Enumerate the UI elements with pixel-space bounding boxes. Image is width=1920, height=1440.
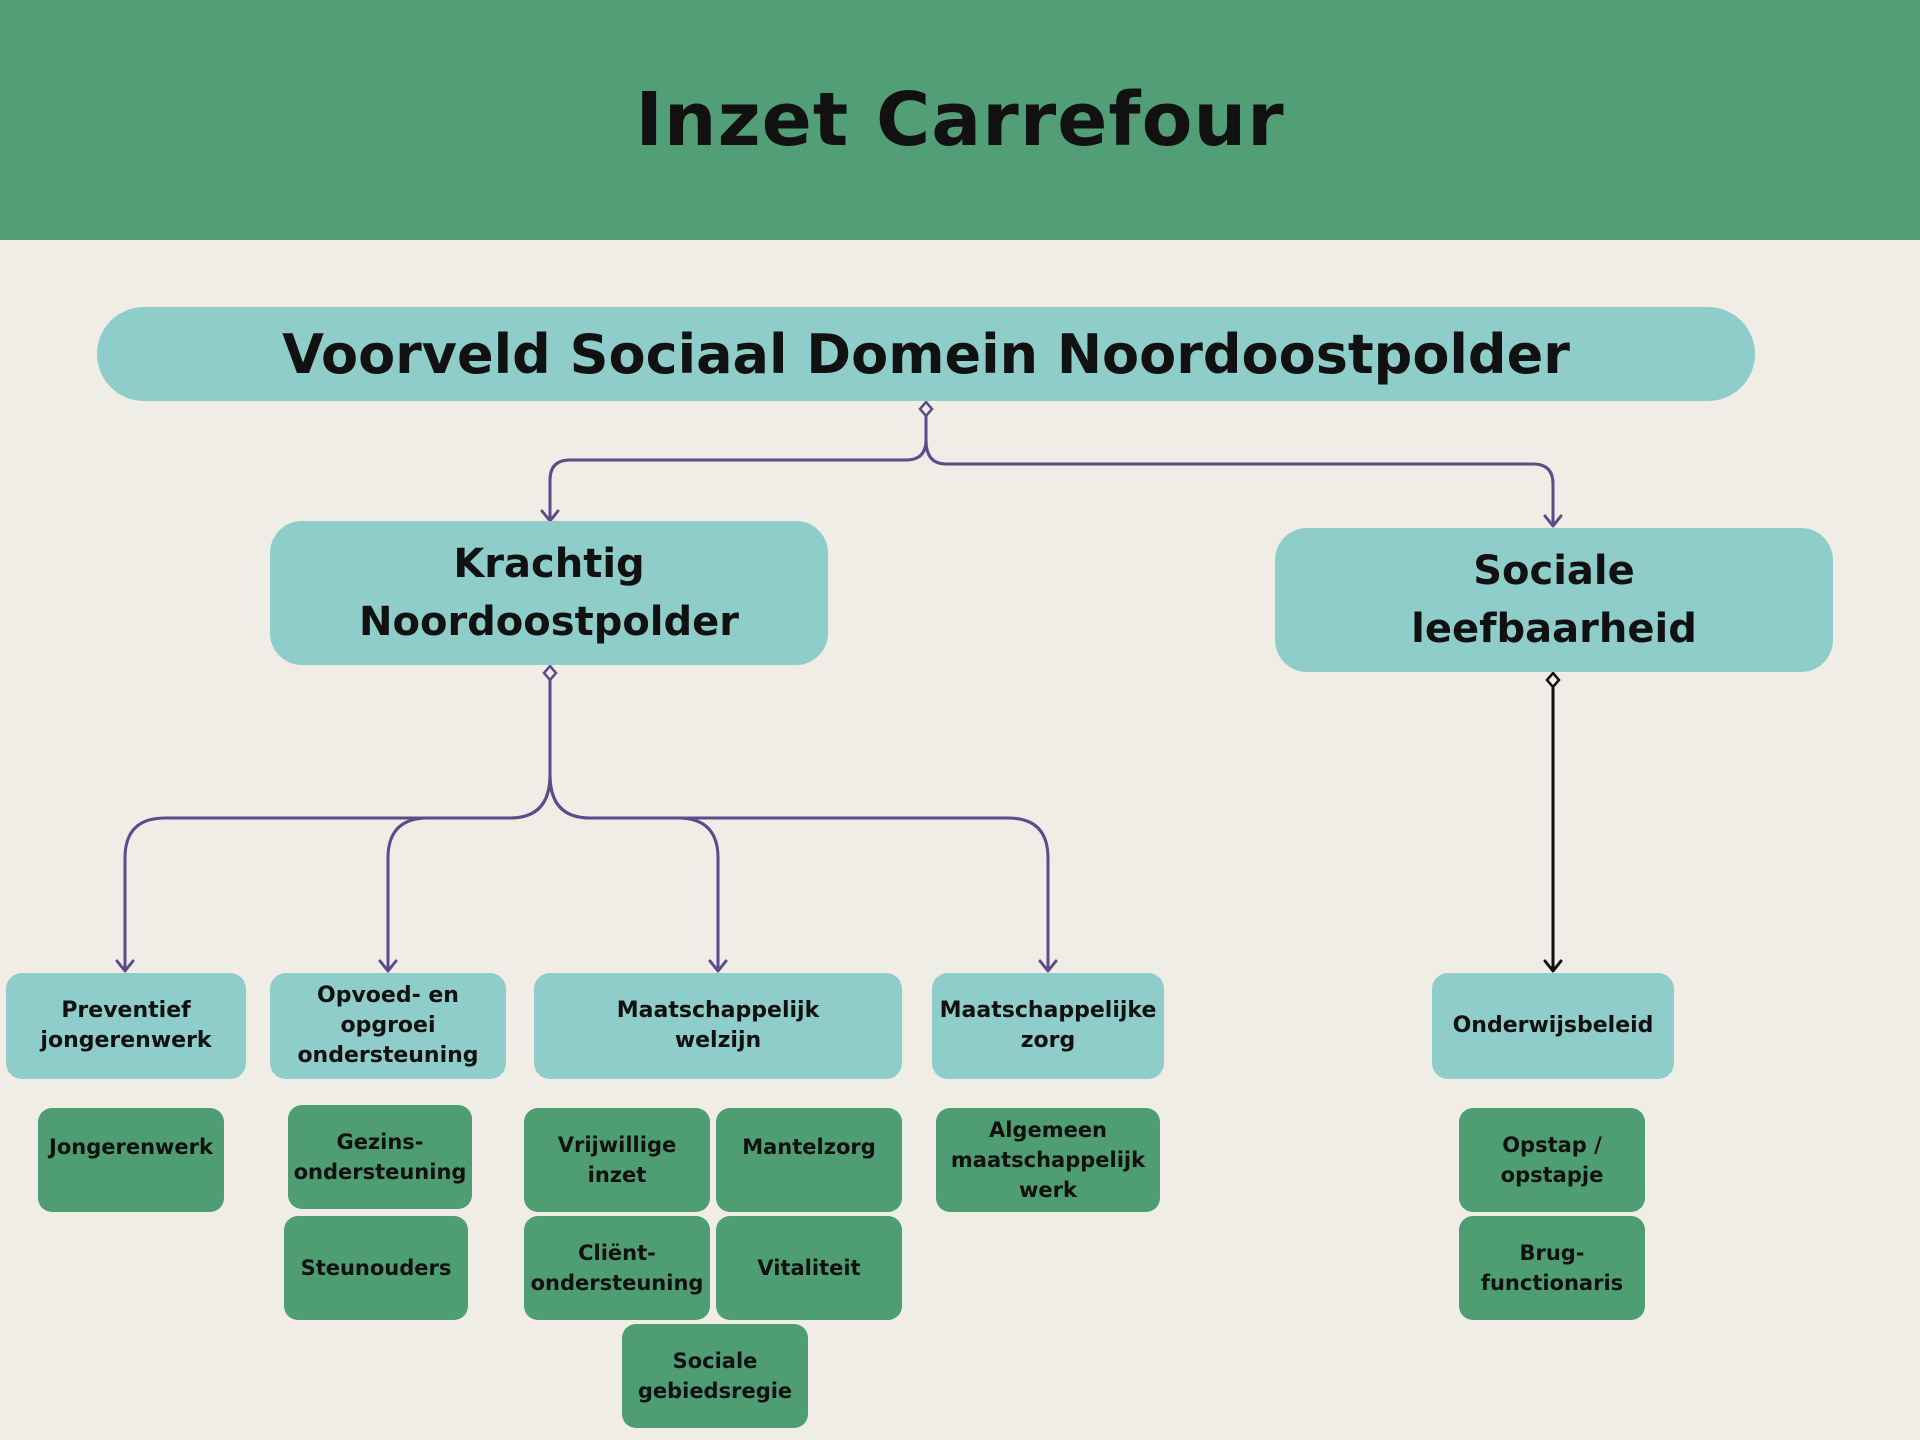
arrowhead-cat1: [115, 959, 135, 973]
node-maatschappelijke-zorg: Maatschappelijke zorg: [932, 973, 1164, 1079]
node-label-line: ondersteuning: [297, 1043, 479, 1068]
diamond-krachtig: [542, 664, 558, 682]
connector-krachtig-cat2: [386, 774, 552, 970]
item-vitaliteit: Vitaliteit: [716, 1216, 902, 1320]
item-label-line: functionaris: [1480, 1271, 1624, 1295]
item-label-line: inzet: [587, 1163, 647, 1187]
item-label-line: Mantelzorg: [742, 1135, 876, 1159]
item-steunouders: Steunouders: [284, 1216, 468, 1320]
item-label-line: Steunouders: [300, 1256, 452, 1280]
node-onderwijsbeleid: Onderwijsbeleid: [1432, 973, 1674, 1079]
root-node: Voorveld Sociaal Domein Noordoostpolder: [97, 307, 1755, 401]
item-label-line: gebiedsregie: [637, 1379, 793, 1403]
node-maatschappelijk-welzijn: Maatschappelijk welzijn: [534, 973, 902, 1079]
item-sociale-gebiedsregie: Sociale gebiedsregie: [622, 1324, 808, 1428]
item-client-ondersteuning: Cliënt- ondersteuning: [524, 1216, 710, 1320]
arrowhead-onderwijs: [1543, 959, 1563, 973]
node-label-line: jongerenwerk: [40, 1028, 212, 1053]
arrowhead-cat4: [1038, 959, 1058, 973]
node-label-line: Noordoostpolder: [359, 599, 739, 645]
connector-krachtig-cat4: [548, 774, 1050, 970]
node-label-line: Krachtig: [453, 541, 645, 587]
item-label-line: Gezins-: [336, 1130, 424, 1154]
node-label-line: welzijn: [674, 1028, 762, 1053]
diamond-sociale: [1545, 671, 1561, 689]
connector-root-sociale: [924, 439, 1555, 525]
item-brug-functionaris: Brug- functionaris: [1459, 1216, 1645, 1320]
item-label-line: werk: [1019, 1178, 1077, 1202]
node-label-line: leefbaarheid: [1411, 606, 1697, 652]
node-label-line: opgroei: [340, 1013, 436, 1038]
node-krachtig-noordoostpolder: Krachtig Noordoostpolder: [270, 521, 828, 665]
item-label-line: ondersteuning: [530, 1271, 704, 1295]
item-label-line: ondersteuning: [293, 1160, 467, 1184]
item-label-line: maatschappelijk: [950, 1148, 1146, 1172]
item-label-line: Vrijwillige: [557, 1133, 677, 1157]
header-banner: Inzet Carrefour: [0, 0, 1920, 240]
page-title: Inzet Carrefour: [635, 77, 1285, 163]
item-jongerenwerk: Jongerenwerk: [38, 1108, 224, 1212]
item-label-line: Cliënt-: [578, 1241, 656, 1265]
item-gezins-ondersteuning: Gezins- ondersteuning: [288, 1105, 472, 1209]
arrowhead-sociale: [1543, 514, 1563, 528]
item-label-line: Vitaliteit: [757, 1256, 861, 1280]
item-label-line: Brug-: [1519, 1241, 1585, 1265]
node-sociale-leefbaarheid: Sociale leefbaarheid: [1275, 528, 1833, 672]
diamond-root: [918, 400, 934, 418]
node-label-line: Onderwijsbeleid: [1452, 1013, 1654, 1038]
arrowhead-cat2: [378, 959, 398, 973]
item-label-line: Sociale: [672, 1349, 758, 1373]
node-label-line: Maatschappelijke: [939, 998, 1157, 1023]
item-label-line: Algemeen: [988, 1118, 1108, 1142]
connector-krachtig-cat1: [123, 674, 552, 970]
arrowhead-cat3: [708, 959, 728, 973]
node-label-line: Maatschappelijk: [616, 998, 820, 1023]
node-label-line: Sociale: [1473, 548, 1635, 594]
item-label-line: opstapje: [1500, 1163, 1604, 1187]
item-mantelzorg: Mantelzorg: [716, 1108, 902, 1212]
item-vrijwillige-inzet: Vrijwillige inzet: [524, 1108, 710, 1212]
item-label-line: Jongerenwerk: [49, 1135, 213, 1159]
node-label-line: Opvoed- en: [317, 983, 459, 1008]
item-label-line: Opstap /: [1502, 1133, 1602, 1157]
root-label: Voorveld Sociaal Domein Noordoostpolder: [282, 322, 1570, 386]
item-algemeen-maatschappelijk-werk: Algemeen maatschappelijk werk: [936, 1108, 1160, 1212]
node-opvoed-opgroei: Opvoed- en opgroei ondersteuning: [270, 973, 506, 1079]
connector-root-krachtig: [548, 410, 928, 520]
node-label-line: Preventief: [61, 998, 191, 1023]
item-opstap-opstapje: Opstap / opstapje: [1459, 1108, 1645, 1212]
connector-krachtig-cat3: [548, 774, 720, 970]
node-preventief-jongerenwerk: Preventief jongerenwerk: [6, 973, 246, 1079]
node-label-line: zorg: [1020, 1028, 1076, 1053]
